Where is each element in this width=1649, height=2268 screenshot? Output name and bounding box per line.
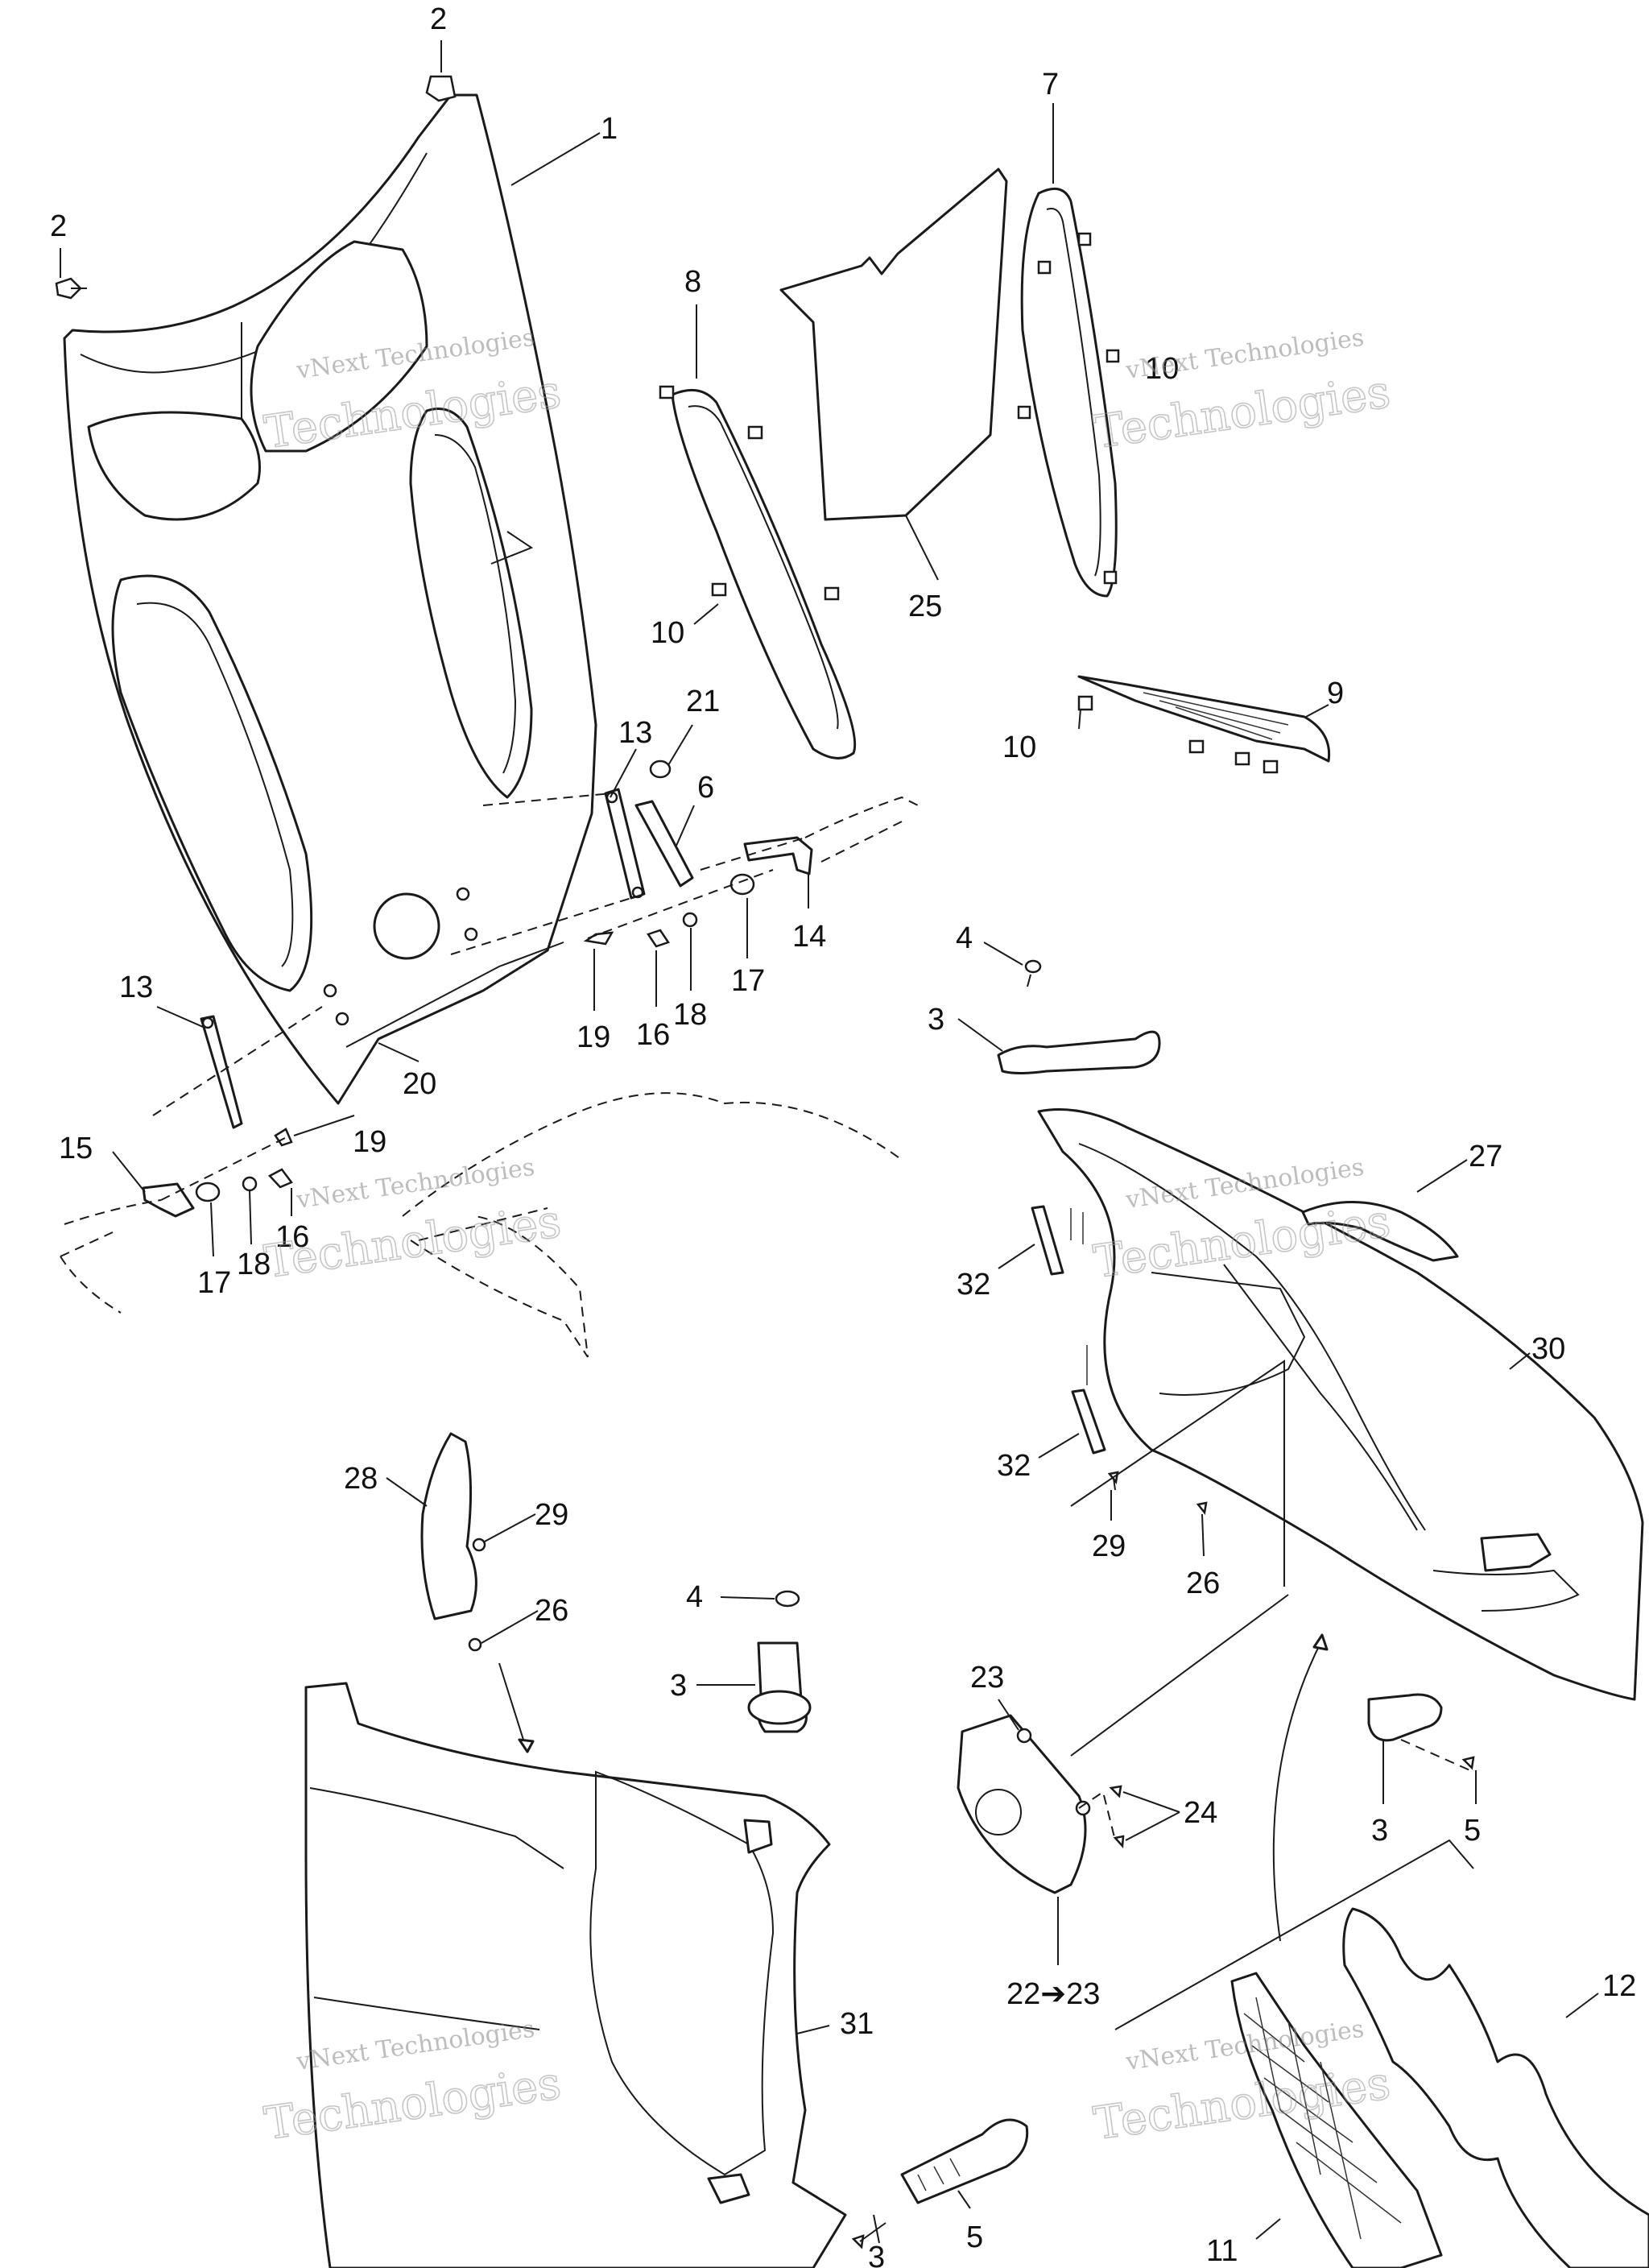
callout-label: 15 bbox=[59, 1132, 93, 1165]
callout-label: 28 bbox=[344, 1462, 378, 1496]
callout-label: 5 bbox=[966, 2220, 983, 2254]
callout-label: 6 bbox=[697, 771, 714, 805]
callout-label: 14 bbox=[792, 920, 826, 954]
callout-label: 13 bbox=[618, 716, 652, 750]
arrow-23-30 bbox=[1070, 1594, 1289, 1757]
callout-labels: 2 1 2 7 8 10 10 25 9 10 13 21 6 14 17 19… bbox=[50, 2, 1636, 2268]
part-washer-21 bbox=[649, 759, 672, 779]
part-side-panel-30 bbox=[1037, 1108, 1644, 1701]
part-strip-32-lower bbox=[1071, 1389, 1106, 1455]
callout-label: 1 bbox=[601, 112, 618, 146]
callout-label: 32 bbox=[997, 1449, 1031, 1483]
watermark-2: vNext Technologies Technologies bbox=[1090, 324, 1395, 460]
hood-outline-center bbox=[402, 1092, 903, 1358]
callout-label: 3 bbox=[1371, 1814, 1388, 1848]
callout-label: 26 bbox=[1186, 1566, 1220, 1600]
callout-label: 32 bbox=[957, 1268, 990, 1302]
part-foam-sheet-25 bbox=[779, 168, 1008, 521]
callout-label: 21 bbox=[686, 685, 720, 718]
callout-label: 18 bbox=[673, 998, 707, 1032]
callout-label: 30 bbox=[1531, 1332, 1565, 1366]
part-side-panel bbox=[63, 93, 597, 1105]
arrow-head-28 bbox=[518, 1738, 535, 1753]
callout-label: 29 bbox=[1092, 1529, 1126, 1563]
callout-label: 8 bbox=[684, 265, 701, 299]
callout-label: 7 bbox=[1042, 68, 1059, 101]
callout-label: 20 bbox=[403, 1067, 436, 1101]
callout-label: 24 bbox=[1184, 1796, 1217, 1830]
callout-label: 10 bbox=[651, 616, 684, 650]
outline-lower-left bbox=[60, 1199, 162, 1314]
callout-label: 16 bbox=[275, 1220, 309, 1254]
part-side-panel-31 bbox=[304, 1682, 847, 2268]
part-strip-32-upper bbox=[1031, 1205, 1064, 1276]
callout-label: 10 bbox=[1002, 730, 1036, 764]
part-cap-4-middle bbox=[775, 1590, 800, 1608]
callout-label: 2 bbox=[430, 2, 447, 36]
bracket-lines-11-12 bbox=[1114, 1642, 1474, 2030]
part-washers-lower bbox=[195, 1128, 293, 1202]
part-bracket-6 bbox=[634, 800, 694, 888]
part-vent-frame-7 bbox=[1017, 187, 1120, 598]
part-washer-17-upper bbox=[729, 873, 755, 896]
part-handle-3-upper bbox=[997, 1030, 1161, 1074]
callout-label: 5 bbox=[1464, 1814, 1481, 1848]
callout-label: 9 bbox=[1327, 677, 1344, 710]
part-bracket-14 bbox=[743, 836, 813, 875]
part-handle-3-middle bbox=[747, 1641, 812, 1733]
part-clip-left bbox=[55, 277, 87, 300]
arrow-28-31 bbox=[498, 1662, 524, 1740]
part-vent-frame-8 bbox=[659, 385, 857, 759]
callout-label: 4 bbox=[686, 1580, 703, 1614]
axis-line-upper bbox=[450, 793, 806, 955]
callout-label: 25 bbox=[908, 590, 942, 623]
part-clip-28 bbox=[420, 1432, 486, 1652]
hood-outline-upper bbox=[804, 796, 919, 863]
part-hose-27 bbox=[1301, 1201, 1459, 1262]
arrow-up-30 bbox=[1070, 1360, 1285, 1587]
callout-leaders bbox=[60, 40, 1599, 2244]
arrow-head-up-right bbox=[1312, 1633, 1329, 1651]
callout-label: 2 bbox=[50, 209, 67, 243]
callout-label: 17 bbox=[197, 1266, 231, 1300]
callout-label: 13 bbox=[119, 971, 153, 1004]
part-bolts-16-18-19-upper bbox=[583, 912, 698, 948]
part-clip-top bbox=[425, 75, 457, 102]
callout-label: 16 bbox=[636, 1018, 670, 1052]
callout-label: 19 bbox=[577, 1020, 610, 1054]
part-cap-4-upper bbox=[1024, 959, 1042, 987]
callout-label: 11 bbox=[1206, 2234, 1238, 2268]
callout-label: 10 bbox=[1145, 352, 1179, 386]
callout-label: 26 bbox=[535, 1594, 568, 1628]
callout-label: 23 bbox=[970, 1661, 1004, 1695]
part-handle-5-lower bbox=[851, 2118, 1029, 2249]
axis-line-lower bbox=[152, 1006, 323, 1201]
part-grille-9 bbox=[1077, 675, 1331, 774]
callout-label: 3 bbox=[928, 1003, 944, 1037]
callout-label: 31 bbox=[840, 2007, 874, 2041]
callout-label: 3 bbox=[670, 1669, 687, 1703]
part-handle-3-right bbox=[1367, 1693, 1475, 1773]
callout-label: 22➔23 bbox=[1006, 1977, 1100, 2011]
callout-label: 17 bbox=[731, 964, 765, 998]
part-grille-11 bbox=[1230, 1972, 1443, 2268]
callout-label: 19 bbox=[353, 1125, 386, 1159]
part-bracket-15 bbox=[142, 1182, 195, 1218]
part-bracket-23 bbox=[957, 1714, 1125, 1894]
callout-label: 29 bbox=[535, 1498, 568, 1532]
callout-label: 18 bbox=[237, 1248, 271, 1281]
callout-label: 3 bbox=[868, 2241, 885, 2268]
callout-label: 4 bbox=[956, 921, 973, 955]
part-screws-29-26 bbox=[1107, 1471, 1208, 1515]
callout-label: 27 bbox=[1469, 1140, 1502, 1173]
callout-label: 12 bbox=[1602, 1969, 1636, 2003]
